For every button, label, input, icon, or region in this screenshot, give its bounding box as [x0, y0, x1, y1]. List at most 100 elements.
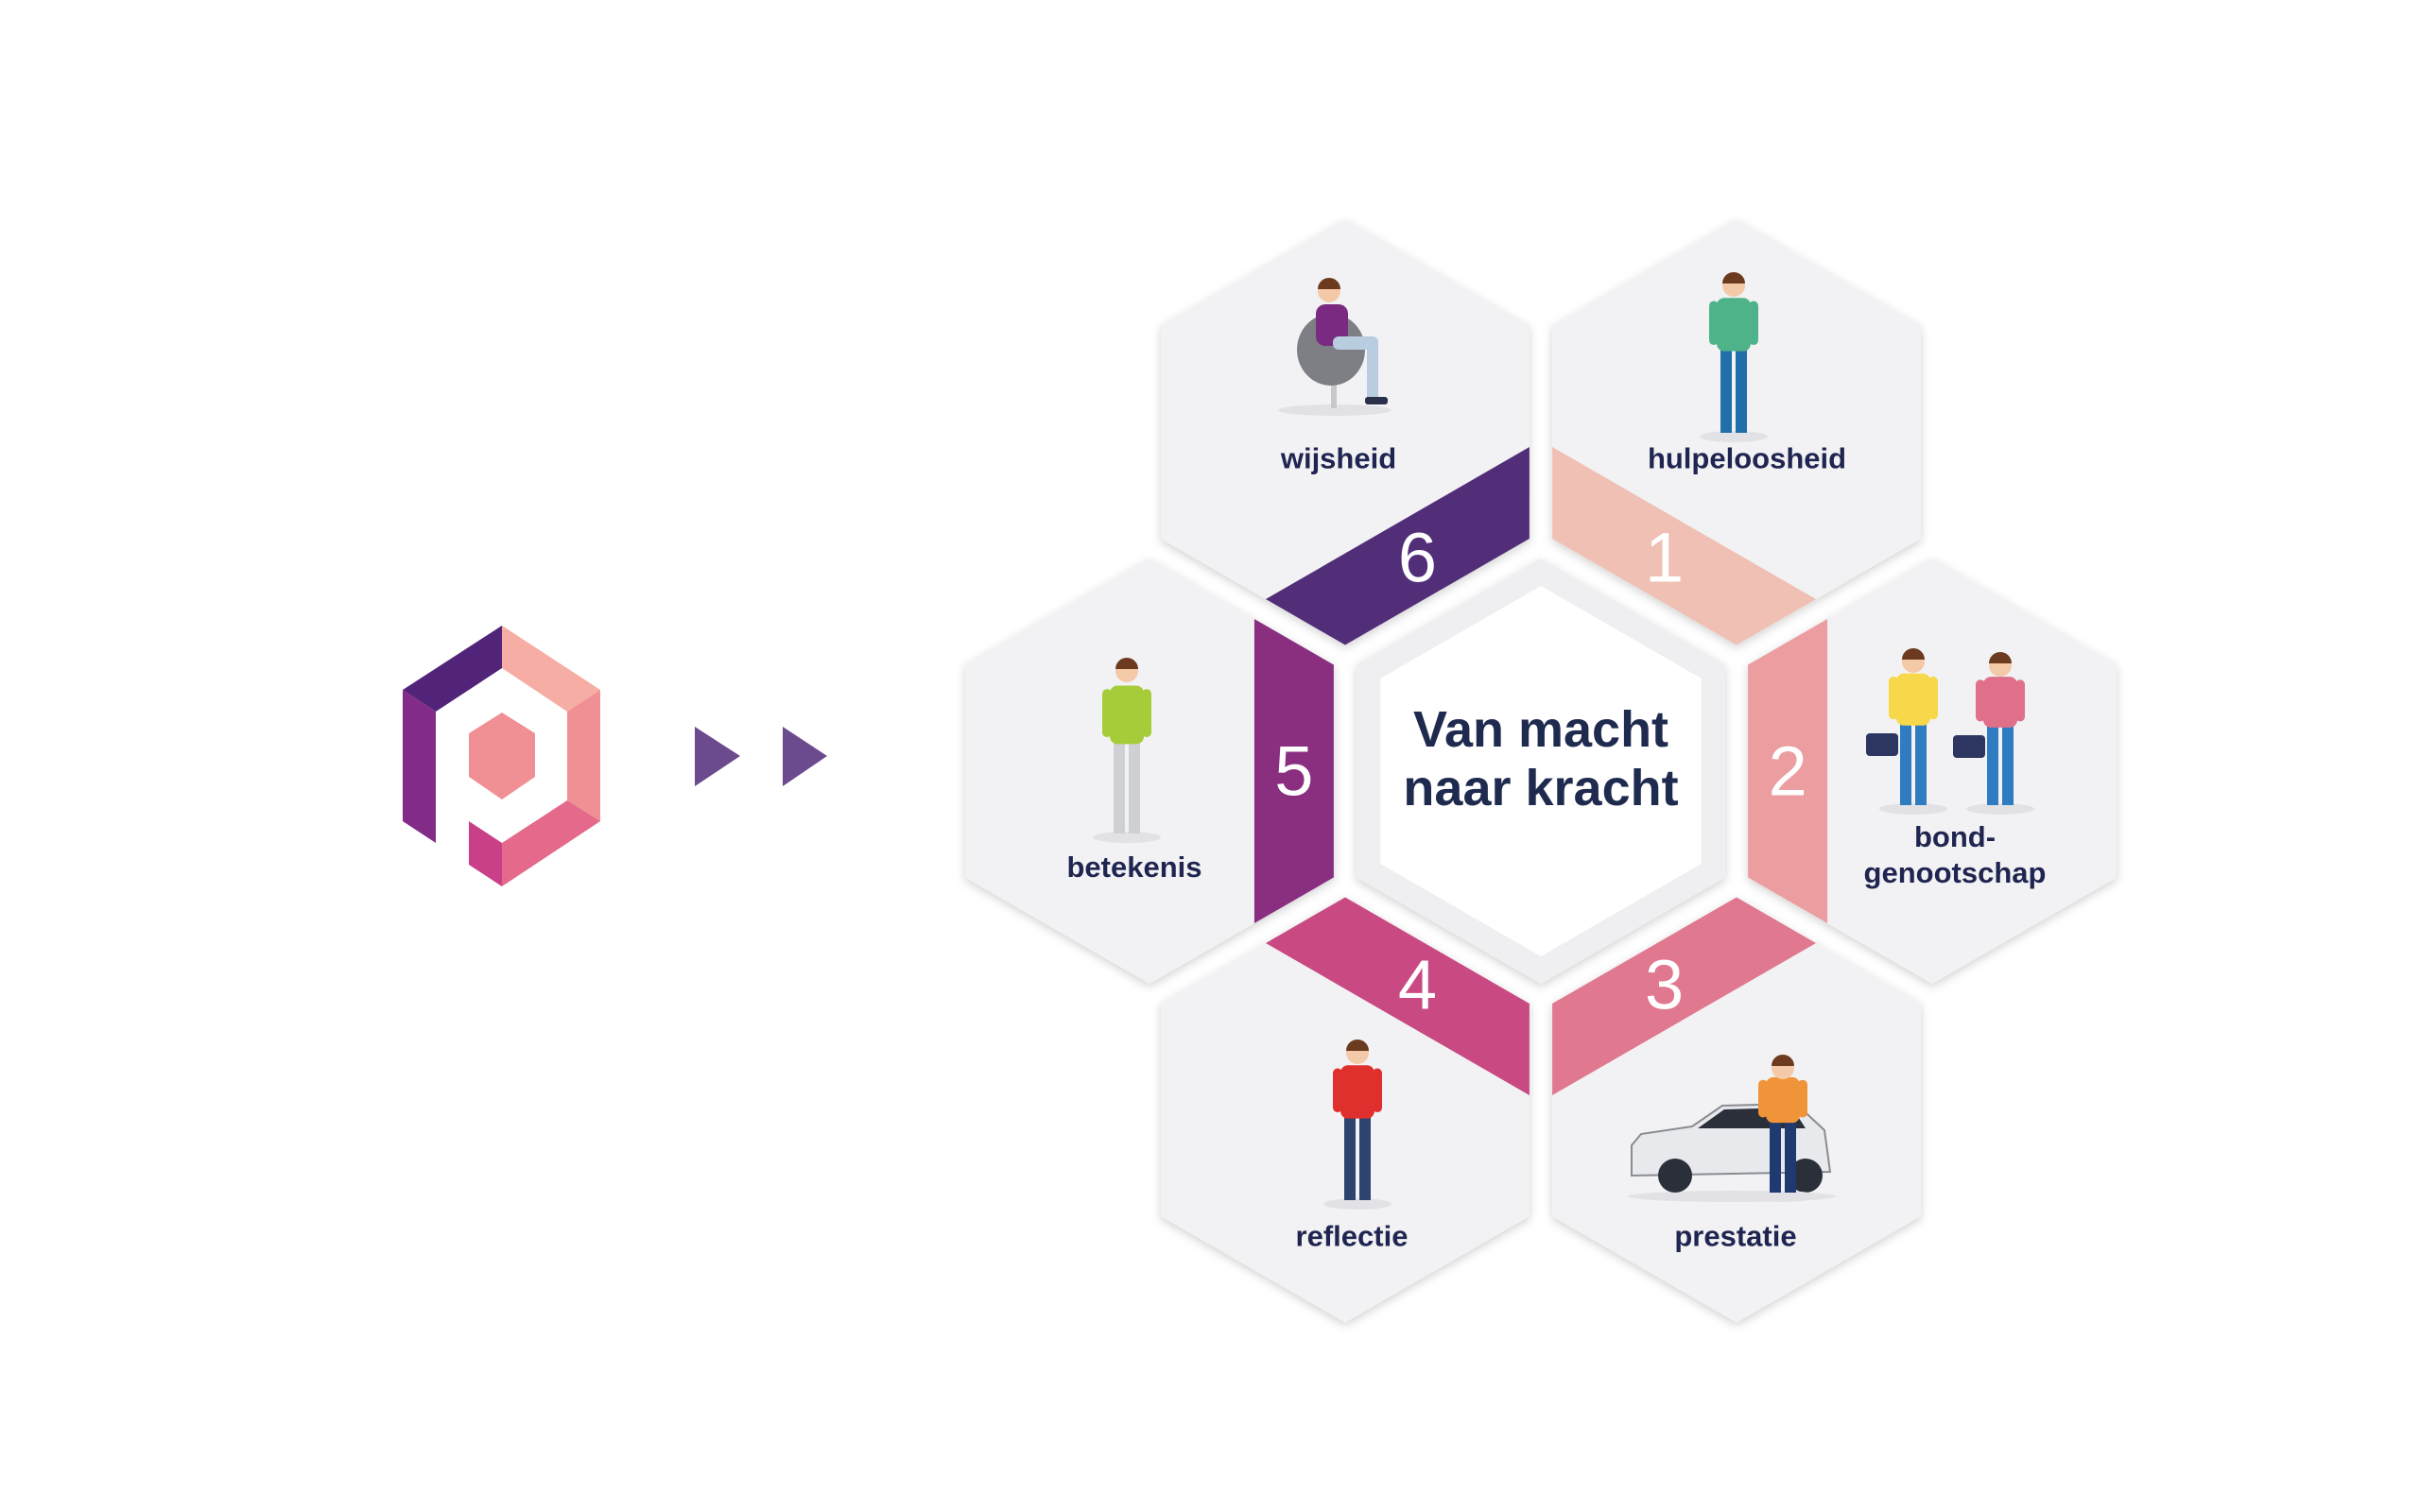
logo-bottom-small — [469, 821, 502, 886]
step-hex-2: 2 bond-genootschap — [1748, 558, 2117, 984]
leg — [1114, 738, 1125, 833]
arm — [1928, 676, 1938, 720]
person-thinking-illustration — [1323, 1040, 1392, 1210]
play-triangle-icon — [695, 727, 740, 786]
logo-bottom-right — [502, 800, 600, 886]
torso — [1110, 685, 1144, 745]
hair — [1115, 658, 1138, 669]
step-number: 2 — [1769, 732, 1807, 811]
person-figure — [1749, 1055, 1817, 1202]
hair — [1989, 652, 2012, 663]
person-figure — [1700, 272, 1768, 442]
shadow — [1323, 1198, 1392, 1210]
shadow — [1093, 832, 1161, 843]
step-hex-6: 6 wijsheid — [1161, 219, 1530, 645]
step-label: prestatie — [1674, 1220, 1796, 1253]
step-number: 4 — [1398, 946, 1437, 1024]
torso — [1340, 1065, 1374, 1119]
center-hex-inner — [1380, 586, 1702, 956]
logo-left — [403, 690, 436, 843]
person-figure — [1879, 648, 1947, 815]
step-label: hulpeloosheid — [1648, 441, 1846, 474]
shadow — [1966, 803, 2034, 815]
arm — [1758, 1079, 1768, 1118]
person-figure — [1966, 652, 2034, 815]
title-line-2: naar kracht — [1403, 760, 1678, 816]
step-number: 6 — [1398, 518, 1437, 596]
logo-top-left — [403, 626, 502, 712]
shoe — [1365, 397, 1388, 404]
bag-icon — [1866, 733, 1898, 756]
torso — [1896, 673, 1930, 726]
wheel — [1658, 1159, 1692, 1193]
step-number: 5 — [1274, 732, 1313, 811]
step-hex-4: 4 reflectie — [1161, 897, 1530, 1323]
shadow — [1879, 803, 1947, 815]
step-band — [1266, 447, 1530, 645]
step-label: bond- — [1914, 820, 1996, 853]
center-hex: Van macht naar kracht — [1357, 558, 1725, 984]
logo-inner-hex — [469, 713, 535, 799]
leg — [1785, 1118, 1796, 1193]
shadow — [1749, 1191, 1817, 1202]
leg — [1129, 738, 1140, 833]
hair — [1722, 272, 1745, 284]
step-label: betekenis — [1066, 850, 1201, 884]
step-band — [1552, 447, 1816, 645]
arm — [1749, 301, 1758, 346]
step-label: wijsheid — [1280, 441, 1396, 474]
person-in-chair-illustration — [1278, 278, 1392, 416]
arm — [1709, 301, 1719, 346]
step-label: genootschap — [1864, 856, 2047, 889]
arm — [1142, 689, 1151, 738]
play-triangle-icon — [783, 727, 827, 786]
person-figure — [1093, 658, 1161, 843]
leg — [2002, 723, 2014, 805]
arm — [1889, 676, 1898, 720]
arm — [1333, 1068, 1342, 1113]
person-hands-behind-back-illustration — [1700, 272, 1768, 442]
logo-right — [567, 690, 600, 821]
wheel — [1789, 1159, 1823, 1193]
logo-top-right — [502, 626, 600, 712]
hex-background — [965, 558, 1334, 984]
arm — [1798, 1079, 1807, 1118]
step-number: 1 — [1645, 518, 1684, 596]
step-band — [1266, 897, 1530, 1095]
hair — [1346, 1040, 1369, 1051]
arrows — [695, 727, 827, 786]
arm — [1102, 689, 1112, 738]
torso — [1316, 304, 1348, 346]
two-people-with-bags-illustration — [1866, 648, 2034, 815]
bag-icon — [1953, 735, 1985, 758]
step-hex-1: 1 hulpeloosheid — [1552, 219, 1921, 645]
title-line-1: Van macht — [1413, 701, 1668, 758]
hex-ring: 1 hulpeloosheid 2 bond-genootschap 3 prestati… — [965, 219, 2117, 1323]
torso — [1766, 1076, 1800, 1124]
arm — [1373, 1068, 1382, 1113]
step-number: 3 — [1645, 946, 1684, 1024]
chair-stand — [1331, 378, 1337, 408]
hair — [1772, 1055, 1794, 1066]
logo — [403, 626, 600, 886]
leg — [1359, 1113, 1371, 1200]
step-band — [1253, 619, 1334, 923]
leg — [1736, 346, 1747, 433]
shadow — [1700, 431, 1768, 442]
step-band — [1748, 619, 1828, 923]
person-figure — [1323, 1040, 1392, 1210]
leg — [1915, 720, 1927, 805]
leg — [1987, 723, 1998, 805]
leg — [1770, 1118, 1781, 1193]
leg — [1367, 340, 1378, 399]
shadow — [1278, 404, 1392, 416]
arm — [2015, 679, 2025, 722]
step-hex-5: 5 betekenis — [965, 558, 1334, 984]
step-hex-3: 3 prestatie — [1552, 897, 1921, 1323]
step-band — [1552, 897, 1816, 1095]
torso — [1983, 677, 2017, 728]
hair — [1902, 648, 1925, 660]
hair — [1318, 278, 1340, 289]
step-label: reflectie — [1296, 1220, 1409, 1253]
